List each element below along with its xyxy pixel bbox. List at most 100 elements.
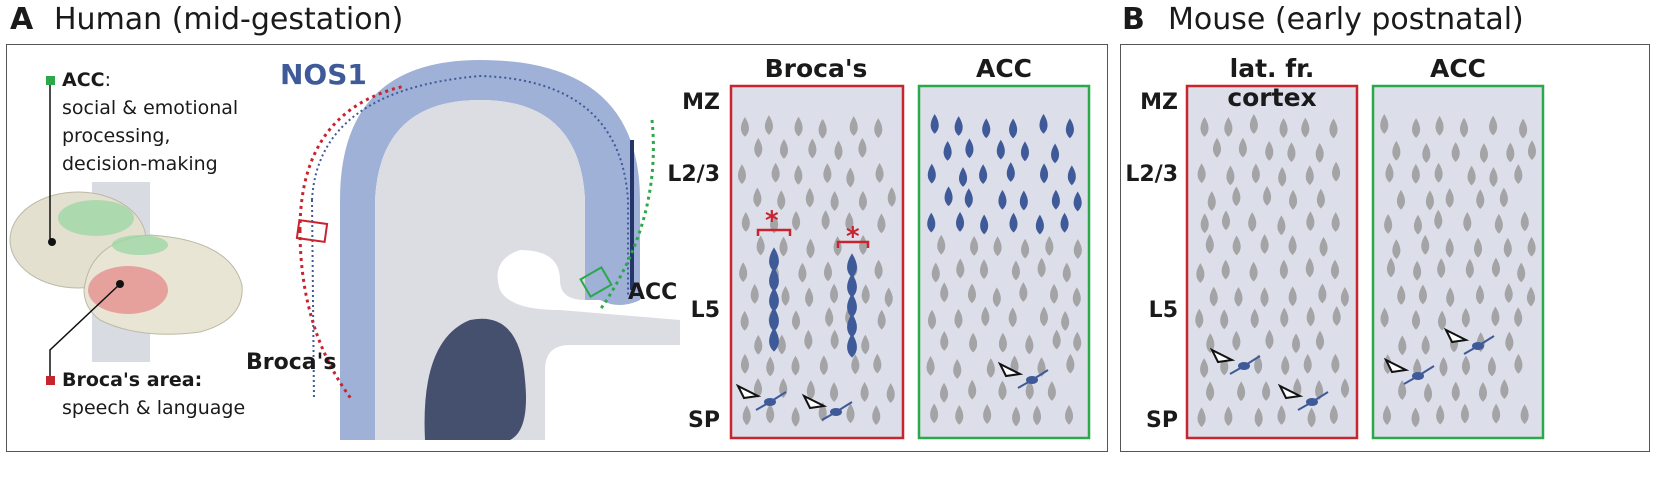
neuron xyxy=(940,331,949,351)
neuron xyxy=(1398,380,1407,400)
layer-a-sp: SP xyxy=(688,408,720,433)
neuron xyxy=(982,118,991,139)
broca-callout-bold: Broca's area: xyxy=(62,369,203,391)
neuron xyxy=(1265,329,1274,350)
neuron xyxy=(830,283,839,304)
neuron xyxy=(1025,380,1034,400)
col-title-b-acc: ACC xyxy=(1429,54,1487,83)
acc-callout-line-1: social & emotional xyxy=(62,97,239,119)
neuron xyxy=(1288,189,1298,210)
neuron xyxy=(1411,309,1421,330)
arrowhead-icon xyxy=(1277,383,1304,400)
neuron xyxy=(1421,335,1430,355)
neuron xyxy=(1424,382,1433,403)
neuron xyxy=(1517,262,1526,283)
neuron xyxy=(830,382,839,402)
neuron xyxy=(1473,237,1483,258)
neuron xyxy=(1487,356,1496,377)
neuron xyxy=(965,138,974,159)
neuron xyxy=(877,309,886,330)
neuron xyxy=(1066,353,1075,374)
arrowhead-icon xyxy=(1443,327,1470,344)
neuron xyxy=(1331,212,1340,232)
neuron xyxy=(737,164,747,185)
neuron xyxy=(1380,114,1389,134)
neuron xyxy=(1207,191,1216,211)
neuron xyxy=(1305,165,1314,186)
neuron xyxy=(1436,404,1445,425)
nos1-l5-neuron xyxy=(769,327,779,352)
col-title-b-latfr: lat. fr. cortex xyxy=(1227,54,1317,112)
spacing-mark-2: * xyxy=(846,222,860,252)
neuron xyxy=(1307,407,1316,428)
neuron xyxy=(1049,283,1059,304)
neuron xyxy=(1340,286,1349,307)
neuron xyxy=(992,287,1001,308)
neuron xyxy=(956,258,965,279)
neuron xyxy=(1288,286,1297,307)
neuron xyxy=(874,259,883,280)
neuron xyxy=(930,403,939,424)
neuron xyxy=(804,329,813,350)
neuron xyxy=(1413,260,1422,281)
neuron xyxy=(798,262,807,283)
neuron xyxy=(846,167,855,188)
spacing-bracket xyxy=(836,240,870,248)
neuron xyxy=(823,261,833,282)
neuron xyxy=(1461,307,1470,328)
neuron xyxy=(791,355,800,376)
neuron xyxy=(1332,306,1341,326)
neuron xyxy=(1437,310,1447,331)
nos1-l5-neuron xyxy=(847,313,857,338)
neuron xyxy=(1200,117,1209,137)
neuron xyxy=(740,353,750,374)
neuron xyxy=(1280,307,1289,328)
nos1-l5-neuron xyxy=(847,333,857,358)
neuron xyxy=(1499,187,1508,208)
neuron xyxy=(1073,331,1082,352)
neuron xyxy=(1238,137,1247,158)
acc-marker-square xyxy=(46,76,55,85)
neuron xyxy=(791,310,801,331)
panel-b-letter: B xyxy=(1122,2,1145,37)
neuron xyxy=(781,286,790,306)
neuron xyxy=(953,359,962,379)
neuron xyxy=(1221,259,1230,280)
neuron xyxy=(954,308,963,329)
neuron xyxy=(1446,287,1455,308)
neuron xyxy=(859,235,868,255)
neuron xyxy=(1060,212,1069,233)
neuron xyxy=(740,310,749,331)
neuron xyxy=(1254,407,1263,428)
neuron xyxy=(1303,353,1312,374)
nos1-l5-neuron xyxy=(769,287,779,312)
neuron xyxy=(927,309,937,330)
neuron xyxy=(860,382,869,402)
layer-a-l5: L5 xyxy=(690,298,720,323)
neuron xyxy=(1021,238,1030,259)
neuron xyxy=(1380,307,1389,328)
neuron xyxy=(986,358,995,378)
neuron xyxy=(927,163,936,184)
neuron xyxy=(861,284,870,305)
nos1-interneuron-soma xyxy=(764,398,776,406)
neuron xyxy=(1491,306,1500,327)
neuron xyxy=(1045,235,1054,256)
neuron xyxy=(1492,403,1501,424)
neuron xyxy=(1461,355,1471,376)
nos1-l5-neuron xyxy=(847,293,857,318)
neuron xyxy=(1206,381,1215,402)
neuron xyxy=(1519,118,1528,139)
arrowhead-icon xyxy=(1209,347,1236,364)
neuron xyxy=(818,118,827,139)
neuron xyxy=(1064,404,1074,425)
neuron xyxy=(884,287,893,308)
neuron xyxy=(955,211,965,232)
neuron xyxy=(1489,167,1498,187)
neuron xyxy=(1209,286,1218,307)
acc-callout-text: ACC: social & emotional processing, deci… xyxy=(62,66,238,178)
neuron xyxy=(927,212,936,233)
neuron xyxy=(996,139,1005,160)
panel-b-title: Mouse (early postnatal) xyxy=(1168,2,1524,37)
neuron xyxy=(1397,285,1406,305)
